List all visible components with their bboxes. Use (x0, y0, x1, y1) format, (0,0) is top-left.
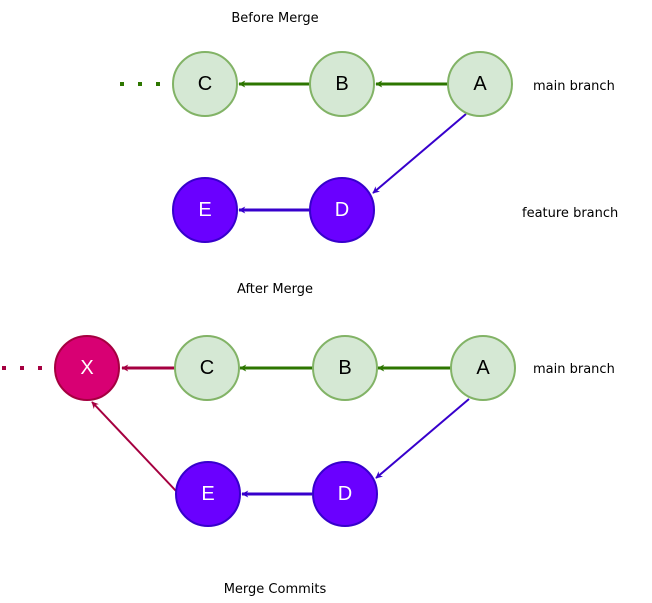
after-merge-title: After Merge (237, 282, 313, 297)
before-commit-c: C (172, 51, 238, 117)
before-commit-b: B (309, 51, 375, 117)
commit-label: B (338, 357, 351, 379)
before-arrow-a-to-d (372, 113, 467, 194)
commit-label: E (198, 199, 211, 221)
commit-label: C (200, 357, 214, 379)
after-arrow-e-to-x (91, 401, 178, 493)
before-merge-section: Before Merge C B A E D (120, 11, 618, 243)
after-merge-caption: Merge Commits (224, 582, 327, 597)
after-commit-a: A (450, 335, 516, 401)
commit-label: E (201, 483, 214, 505)
before-commit-a: A (447, 51, 513, 117)
after-merge-section: After Merge X C B A (2, 282, 615, 597)
before-commit-e: E (172, 177, 238, 243)
commit-label: D (338, 483, 352, 505)
commit-label: D (335, 199, 349, 221)
commit-label: C (198, 73, 212, 95)
after-merge-commit-x: X (54, 335, 120, 401)
commit-label: A (473, 73, 487, 95)
after-main-branch-label: main branch (533, 362, 615, 377)
commit-label: A (476, 357, 490, 379)
before-commit-d: D (309, 177, 375, 243)
before-merge-title: Before Merge (231, 11, 318, 26)
before-main-branch-label: main branch (533, 79, 615, 94)
after-commit-b: B (312, 335, 378, 401)
after-commit-d: D (312, 461, 378, 527)
before-feature-branch-label: feature branch (522, 206, 618, 221)
after-commit-c: C (174, 335, 240, 401)
after-arrow-a-to-d (375, 398, 470, 479)
commit-label: B (335, 73, 348, 95)
after-commit-e: E (175, 461, 241, 527)
commit-label: X (80, 357, 93, 379)
